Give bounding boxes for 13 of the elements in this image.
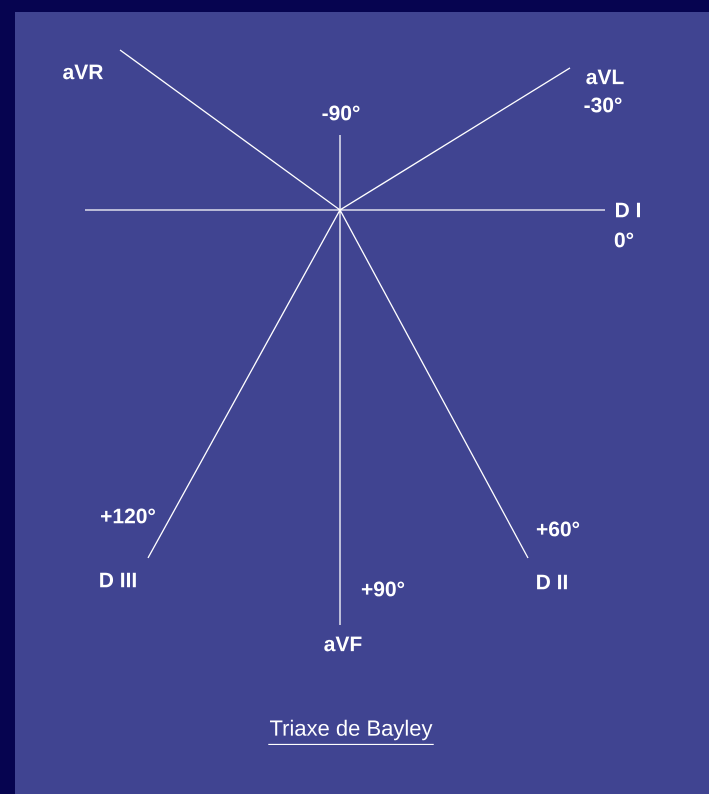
axis-label: +60° <box>536 522 580 536</box>
axis-label: aVL <box>586 70 624 84</box>
axis-label: +90° <box>362 582 404 596</box>
axis-label: D I <box>616 202 640 218</box>
axis-label: -30° <box>584 98 622 112</box>
axis-label: aVR <box>63 64 103 80</box>
axis-label: -90° <box>322 106 360 120</box>
axis-label: 0° <box>614 232 634 248</box>
axis-label: D III <box>100 572 136 588</box>
axis-label: D II <box>537 574 567 590</box>
caption: Triaxe de Bayley <box>268 720 434 746</box>
axis-label: +120° <box>101 508 155 524</box>
axis-label: aVF <box>324 636 362 652</box>
